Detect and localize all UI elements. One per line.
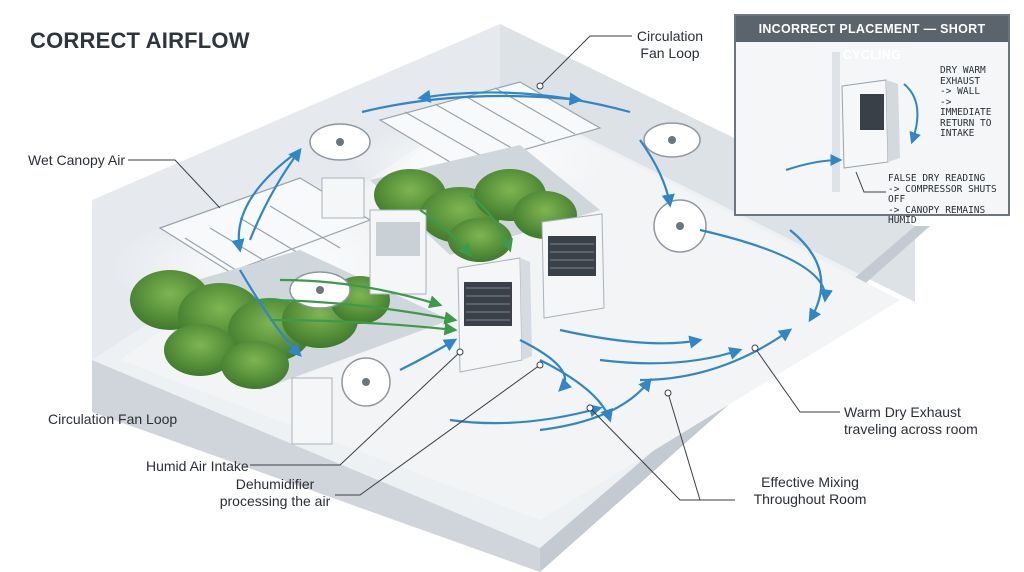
label-line: Warm Dry Exhaust: [844, 404, 961, 420]
airflow-arrows: [231, 89, 833, 432]
label-warm-dry-exhaust: Warm Dry Exhaust traveling across room: [844, 404, 994, 438]
label-line: Effective Mixing: [761, 474, 859, 490]
canopy-arrows: [259, 194, 513, 336]
note-line: EXHAUST: [940, 75, 981, 87]
note-line: -> CANOPY REMAINS HUMID: [888, 204, 986, 226]
note-line: INTAKE: [940, 128, 975, 139]
fan-hub: [316, 136, 684, 386]
label-line: processing the air: [219, 493, 331, 509]
label-effective-mixing: Effective Mixing Throughout Room: [740, 474, 880, 508]
callout-dots: [456, 82, 759, 412]
note-line: -> IMMEDIATE: [940, 96, 992, 118]
inset-exhaust-note: DRY WARM EXHAUST -> WALL -> IMMEDIATE RE…: [940, 65, 1008, 140]
label-wet-canopy-air: Wet Canopy Air: [28, 152, 126, 168]
label-line: Dehumidifier: [235, 476, 315, 492]
label-circulation-fan-loop-top: Circulation Fan Loop: [620, 28, 720, 62]
note-line: -> COMPRESSOR SHUTS OFF: [888, 183, 997, 205]
inset-reading-note: FALSE DRY READING -> COMPRESSOR SHUTS OF…: [888, 173, 1008, 227]
inset-illustration: [785, 52, 921, 193]
callout-lines: [128, 35, 840, 501]
page-title: CORRECT AIRFLOW: [30, 28, 250, 53]
inset-leader: [855, 171, 886, 193]
note-line: DRY WARM: [940, 65, 986, 76]
inset-header: INCORRECT PLACEMENT — SHORT CYCLING: [736, 16, 1008, 62]
label-circulation-fan-loop-left: Circulation Fan Loop: [48, 411, 178, 427]
control-box: [291, 177, 365, 445]
dehumidifier-icon: [457, 257, 532, 373]
label-line: Throughout Room: [753, 491, 867, 507]
label-line: traveling across room: [844, 421, 978, 437]
front-wall-left: [92, 360, 540, 572]
label-line: Circulation: [636, 28, 704, 44]
label-line: Fan Loop: [640, 45, 700, 61]
label-dehumidifier: Dehumidifier processing the air: [210, 476, 340, 510]
note-line: FALSE DRY READING: [888, 173, 986, 184]
dehumidifier-icon: [369, 209, 427, 295]
back-wall-right: [500, 24, 915, 302]
note-line: RETURN TO: [940, 117, 992, 129]
dehumidifier-icon: [541, 213, 605, 319]
dehumidifier-icon: [841, 79, 900, 169]
label-humid-air-intake: Humid Air Intake: [146, 458, 249, 474]
plant-icon: [370, 145, 600, 262]
note-line: -> WALL: [940, 86, 981, 97]
inset-incorrect-placement: INCORRECT PLACEMENT — SHORT CYCLING DRY …: [734, 14, 1010, 226]
